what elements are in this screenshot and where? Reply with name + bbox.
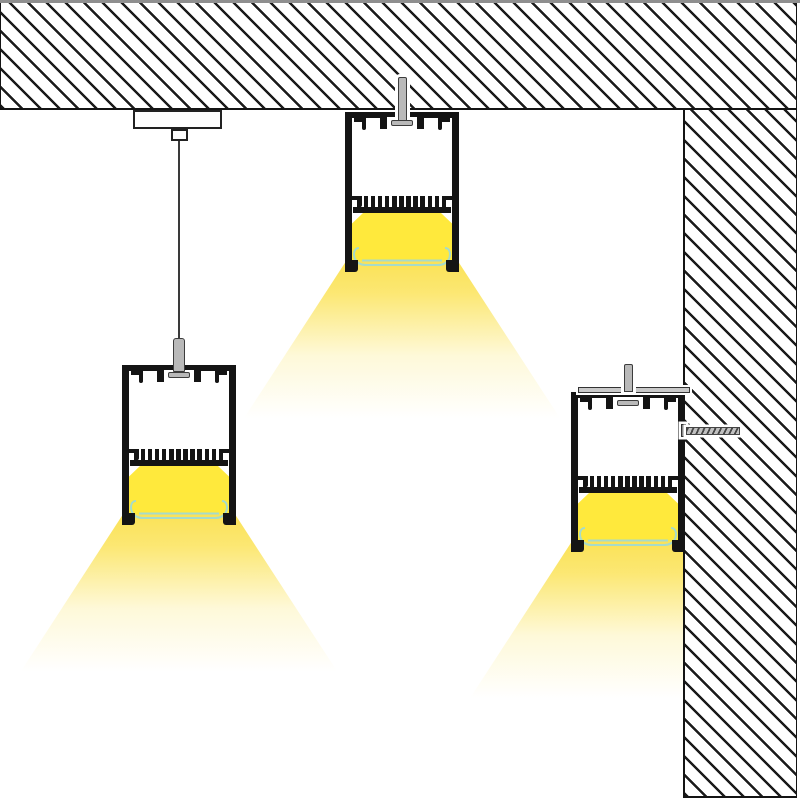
heatsink-fin — [370, 196, 376, 207]
canopy-junction-box — [171, 129, 188, 141]
heatsink-fin — [420, 196, 425, 207]
led-board — [353, 207, 451, 213]
heatsink-fin — [625, 476, 630, 487]
light-beam — [231, 252, 573, 437]
heatsink-fin — [211, 449, 217, 460]
led-light-chamber — [578, 493, 678, 541]
heatsink-fin — [140, 449, 146, 460]
mounting-plate — [578, 387, 690, 393]
wall-screw-head — [681, 424, 686, 437]
heatsink-fin — [133, 449, 139, 460]
heatsink-fin — [406, 196, 411, 207]
mounting-stud — [397, 77, 407, 123]
corner-hook-right-tip — [664, 402, 668, 410]
corner-hook-left — [580, 398, 592, 402]
led-light-chamber — [129, 466, 229, 514]
mounting-stud — [623, 364, 633, 392]
heatsink-fin — [589, 476, 595, 487]
corner-hook-left-tip — [362, 122, 366, 130]
led-board — [579, 487, 677, 493]
profile-foot-right — [223, 513, 229, 525]
heatsink-fin — [176, 449, 181, 460]
profile-foot-left — [578, 540, 584, 552]
heatsink-fin — [197, 449, 202, 460]
heatsink-fin — [392, 196, 397, 207]
heatsink-fin — [183, 449, 188, 460]
profile-foot-left — [129, 513, 135, 525]
corner-hook-right-tip — [215, 375, 219, 383]
pcb-ledge-right — [219, 449, 229, 453]
corner-hook-right-tip — [438, 122, 442, 130]
ceiling-top-strip — [0, 0, 800, 3]
heatsink-fin — [161, 449, 167, 460]
heatsink-fin — [667, 476, 673, 487]
wall-mounted-profile — [571, 392, 685, 552]
light-beam — [8, 505, 350, 690]
pcb-ledge-right — [668, 476, 678, 480]
profile-right-wall — [678, 392, 685, 552]
wire-gripper-flange — [168, 372, 190, 378]
profile-foot-left — [352, 260, 358, 272]
heatsink-fin — [660, 476, 666, 487]
corner-hook-left — [354, 118, 366, 122]
pcb-ledge-right — [442, 196, 452, 200]
profile-left-wall — [571, 392, 578, 552]
led-board — [130, 460, 228, 466]
profile-foot-right — [446, 260, 452, 272]
heatsink-fin — [646, 476, 651, 487]
diffuser-lens — [352, 245, 452, 267]
corner-hook-right — [438, 118, 450, 122]
diffuser-lens — [578, 525, 678, 547]
profile-left-wall — [345, 112, 352, 272]
heatsink-fin — [603, 476, 609, 487]
corner-hook-right — [215, 371, 227, 375]
stud-foot-flange — [391, 120, 413, 126]
heatsink-fin — [441, 196, 447, 207]
heatsink-fin — [413, 196, 418, 207]
diffuser-lens — [129, 498, 229, 520]
heatsink-fin — [154, 449, 160, 460]
profile-right-wall — [229, 365, 236, 525]
heatsink-fin — [218, 449, 224, 460]
heatsink-fin — [377, 196, 383, 207]
heatsink-fin — [434, 196, 440, 207]
wall — [683, 110, 797, 798]
suspension-wire — [178, 141, 180, 341]
stud-foot-flange — [617, 400, 639, 406]
ceiling-canopy — [133, 110, 222, 129]
corner-hook-left — [131, 371, 143, 375]
heatsink-fin — [147, 449, 153, 460]
heatsink-fin — [427, 196, 433, 207]
heatsink-fin — [356, 196, 362, 207]
heatsink-fin — [582, 476, 588, 487]
heatsink-fin — [399, 196, 404, 207]
profile-right-wall — [452, 112, 459, 272]
suspended-profile — [122, 365, 236, 525]
corner-hook-right — [664, 398, 676, 402]
wire-gripper — [173, 338, 185, 372]
profile-left-wall — [122, 365, 129, 525]
heatsink-fin — [639, 476, 644, 487]
heatsink-fin — [363, 196, 369, 207]
heatsink-fin — [190, 449, 195, 460]
wall-screw-shank — [686, 426, 740, 435]
heatsink-fin — [204, 449, 210, 460]
heatsink-fin — [169, 449, 174, 460]
profile-foot-right — [672, 540, 678, 552]
heatsink-fin — [632, 476, 637, 487]
led-light-chamber — [352, 213, 452, 261]
heatsink-fin — [596, 476, 602, 487]
heatsink-fin — [653, 476, 659, 487]
heatsink-fin — [610, 476, 616, 487]
corner-hook-left-tip — [139, 375, 143, 383]
heatsink-fin — [618, 476, 623, 487]
surface-mounted-profile — [345, 112, 459, 272]
heatsink-fin — [384, 196, 390, 207]
corner-hook-left-tip — [588, 402, 592, 410]
